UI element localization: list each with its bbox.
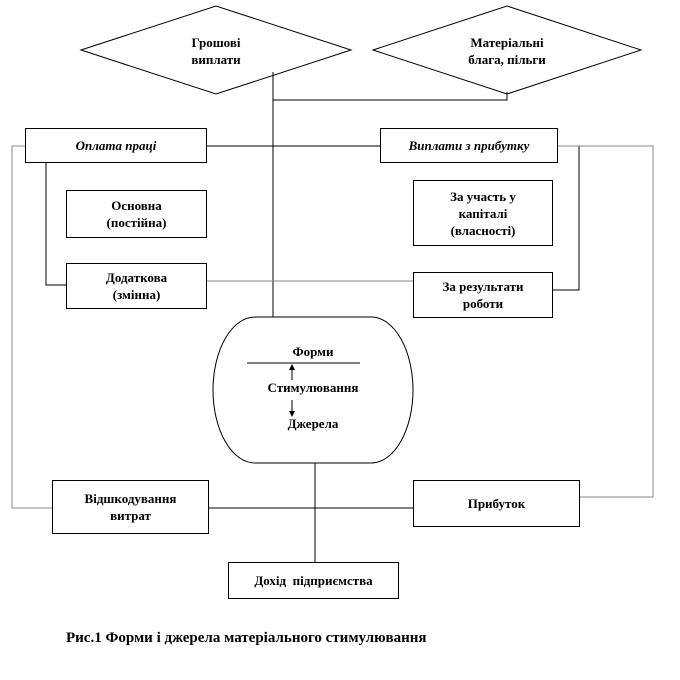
basic-box: Основна (постійна) (66, 190, 207, 238)
additional-line1: Додаткова (105, 270, 168, 285)
connector-profitpay-to-results (553, 145, 580, 291)
work-results-box: За результати роботи (413, 272, 553, 318)
cost-recovery-box: Відшкодування витрат (52, 480, 209, 534)
cash-payments-diamond (79, 5, 353, 95)
enterprise-income-label: Дохід підприємства (254, 573, 373, 588)
cost-recovery-line2: витрат (110, 508, 151, 523)
connector-outer-right-loop (558, 145, 654, 498)
additional-box: Додаткова (змінна) (66, 263, 207, 309)
stimulation-label: Стимулювання (267, 380, 359, 395)
work-results-line1: За результати (442, 279, 524, 294)
material-benefits-diamond (371, 5, 643, 95)
work-results-line2: роботи (462, 296, 504, 311)
capital-share-box: За участь у капіталі (власності) (413, 180, 553, 246)
cash-payments-line1: Грошові (191, 35, 241, 50)
figure-caption: Рис.1 Форми і джерела матеріального стим… (66, 630, 427, 646)
sources-label: Джерела (287, 416, 339, 431)
additional-line2: (змінна) (112, 287, 161, 302)
material-benefits-line1: Матеріальні (470, 35, 544, 50)
cash-payments-label: Грошові виплати (166, 33, 266, 69)
basic-line2: (постійна) (106, 215, 167, 230)
connector-outer-left-loop (11, 145, 52, 509)
material-benefits-line2: блага, пільги (468, 52, 546, 67)
basic-line1: Основна (111, 198, 162, 213)
profit-box: Прибуток (413, 480, 580, 527)
cost-recovery-line1: Відшкодування (84, 491, 177, 506)
profit-label: Прибуток (467, 496, 526, 511)
capital-share-line3: (власності) (450, 222, 516, 238)
connector-wage-to-additional (45, 163, 66, 286)
connector-material-to-trunk (273, 92, 508, 101)
profit-payments-label: Виплати з прибутку (408, 138, 530, 153)
cash-payments-line2: виплати (191, 52, 241, 67)
enterprise-income-box: Дохід підприємства (228, 562, 399, 599)
arrow-up-head (289, 364, 295, 370)
central-oval (212, 316, 414, 464)
wage-label: Оплата праці (75, 138, 157, 153)
material-benefits-label: Матеріальні блага, пільги (447, 33, 567, 69)
capital-share-line1: За участь у (450, 188, 516, 204)
capital-share-line2: капіталі (458, 205, 508, 221)
arrow-down-head (289, 411, 295, 417)
profit-payments-box: Виплати з прибутку (380, 128, 558, 163)
forms-label: Форми (292, 344, 334, 359)
wage-box: Оплата праці (25, 128, 207, 163)
